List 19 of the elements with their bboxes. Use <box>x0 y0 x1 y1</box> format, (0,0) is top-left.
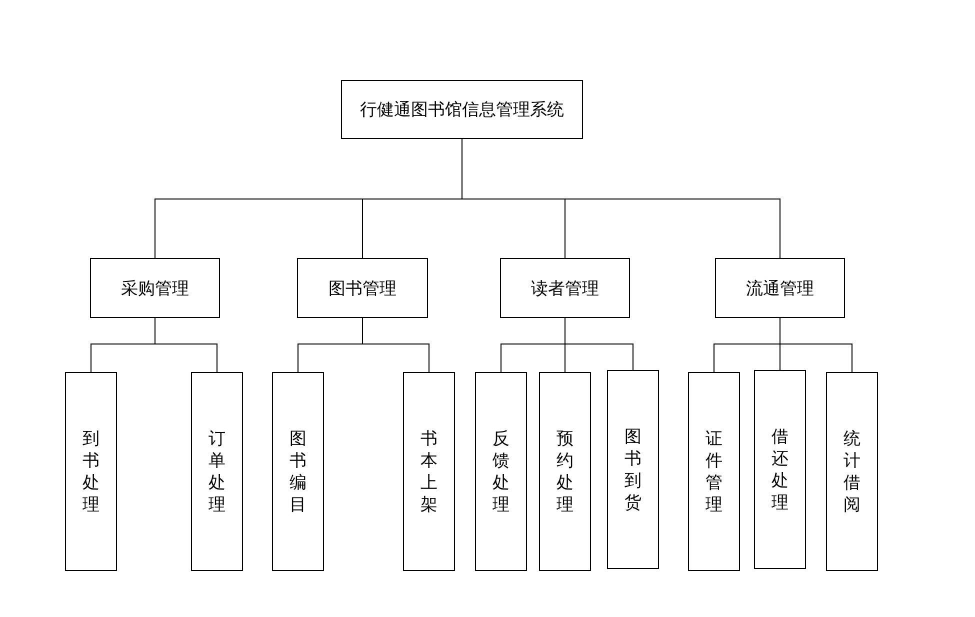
connector-line <box>780 318 852 372</box>
function-box: 图书编目 <box>272 372 324 571</box>
module-box: 流通管理 <box>715 258 845 318</box>
function-box: 预约处理 <box>539 372 591 571</box>
module-box: 采购管理 <box>90 258 220 318</box>
connector-line <box>564 318 634 370</box>
module-box: 行健通图书馆信息管理系统 <box>341 80 583 139</box>
function-box: 订单处理 <box>191 372 243 571</box>
module-box: 图书管理 <box>297 258 428 318</box>
connector-line <box>362 318 430 372</box>
function-box: 书本上架 <box>403 372 455 571</box>
module-box: 读者管理 <box>500 258 630 318</box>
function-box: 借还处理 <box>754 370 806 569</box>
function-box: 反馈处理 <box>475 372 527 571</box>
connector-line <box>154 318 218 372</box>
function-box: 证件管理 <box>688 372 740 571</box>
function-box: 图书到货 <box>607 370 659 569</box>
function-box: 统计借阅 <box>826 372 878 571</box>
function-box: 到书处理 <box>65 372 117 571</box>
